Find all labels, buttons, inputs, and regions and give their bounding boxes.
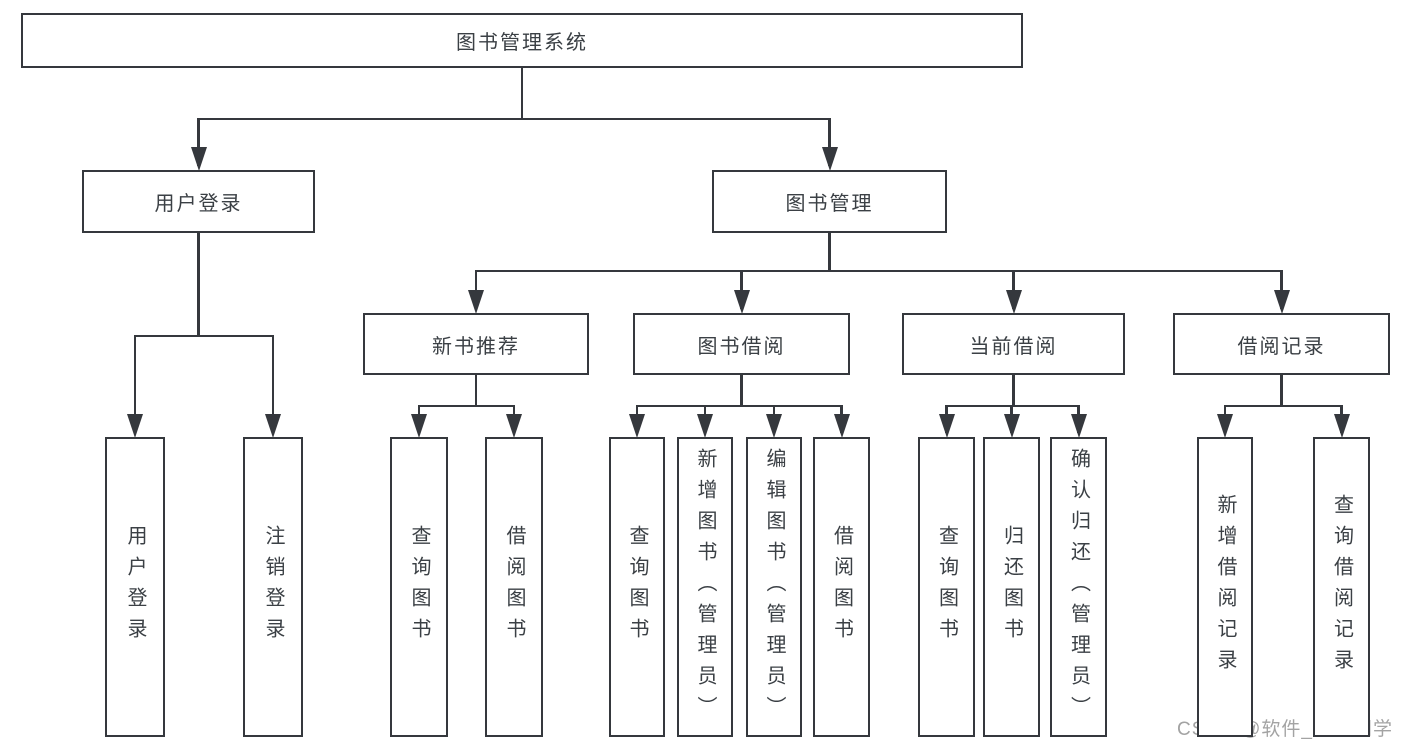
node-leaf-user-login: 用户登录 — [105, 437, 165, 737]
arrowhead-icon — [411, 414, 427, 438]
arrowhead-icon — [1273, 290, 1290, 314]
connector-line — [740, 375, 743, 406]
node-leaf-bb-query-books: 查询图书 — [609, 437, 665, 737]
node-book-borrowing: 图书借阅 — [633, 313, 850, 375]
node-leaf-cb-query-books-label: 查询图书 — [935, 525, 958, 649]
arrowhead-icon — [1003, 414, 1020, 438]
node-leaf-nb-borrow-books-label: 借阅图书 — [503, 525, 525, 649]
arrowhead-icon — [468, 290, 484, 314]
arrowhead-icon — [766, 414, 782, 438]
node-leaf-br-query-record: 查询借阅记录 — [1313, 437, 1370, 737]
connector-line — [635, 404, 843, 408]
connector-line — [271, 336, 275, 433]
node-leaf-logout-login-label: 注销登录 — [262, 525, 284, 649]
node-leaf-br-query-record-label: 查询借阅记录 — [1330, 494, 1353, 680]
connector-line — [1223, 404, 1343, 408]
node-user-login-label: 用户登录 — [154, 193, 243, 215]
node-leaf-logout-login: 注销登录 — [243, 437, 303, 737]
node-leaf-cb-confirm-return-label: 确认归还（管理员） — [1067, 447, 1090, 727]
connector-line — [197, 233, 200, 336]
arrowhead-icon — [1217, 414, 1233, 438]
node-leaf-bb-edit-books-label: 编辑图书（管理员） — [763, 447, 785, 727]
node-leaf-bb-add-books: 新增图书（管理员） — [677, 437, 733, 737]
node-leaf-br-add-record-label: 新增借阅记录 — [1214, 494, 1236, 680]
node-leaf-nb-borrow-books: 借阅图书 — [485, 437, 543, 737]
arrowhead-icon — [1333, 414, 1350, 438]
arrowhead-icon — [265, 414, 281, 438]
node-new-book-recommend: 新书推荐 — [363, 313, 589, 375]
connector-line — [474, 375, 478, 406]
node-current-borrowing: 当前借阅 — [902, 313, 1125, 375]
node-leaf-bb-query-books-label: 查询图书 — [626, 525, 648, 649]
arrowhead-icon — [127, 414, 143, 438]
connector-line — [133, 334, 275, 338]
arrowhead-icon — [821, 147, 838, 171]
connector-line — [197, 117, 831, 121]
node-borrowing-records: 借阅记录 — [1173, 313, 1390, 375]
connector-line — [197, 119, 200, 166]
node-leaf-nb-query-books-label: 查询图书 — [408, 525, 430, 649]
connector-line — [828, 233, 831, 271]
node-leaf-nb-query-books: 查询图书 — [390, 437, 448, 737]
node-leaf-cb-query-books: 查询图书 — [918, 437, 975, 737]
arrowhead-icon — [733, 290, 750, 314]
node-new-book-recommend-label: 新书推荐 — [432, 335, 520, 358]
connector-line — [1012, 375, 1015, 406]
node-leaf-user-login-label: 用户登录 — [124, 525, 146, 649]
connector-line — [1280, 375, 1283, 406]
connector-line — [828, 119, 831, 166]
node-root: 图书管理系统 — [21, 13, 1023, 68]
node-leaf-bb-borrow-books-label: 借阅图书 — [830, 525, 853, 649]
node-book-management-label: 图书管理 — [785, 193, 874, 215]
node-root-label: 图书管理系统 — [456, 32, 588, 54]
connector-line — [417, 404, 516, 408]
arrowhead-icon — [833, 414, 850, 438]
node-book-management: 图书管理 — [712, 170, 947, 233]
node-leaf-cb-confirm-return: 确认归还（管理员） — [1050, 437, 1107, 737]
connector-line — [520, 68, 524, 119]
arrowhead-icon — [938, 414, 955, 438]
connector-line — [474, 269, 1283, 273]
node-leaf-bb-borrow-books: 借阅图书 — [813, 437, 870, 737]
arrowhead-icon — [1070, 414, 1087, 438]
node-book-borrowing-label: 图书借阅 — [697, 335, 786, 358]
node-user-login: 用户登录 — [82, 170, 315, 233]
node-leaf-bb-add-books-label: 新增图书（管理员） — [694, 447, 716, 727]
node-leaf-br-add-record: 新增借阅记录 — [1197, 437, 1253, 737]
node-leaf-bb-edit-books: 编辑图书（管理员） — [746, 437, 802, 737]
node-leaf-cb-return-books: 归还图书 — [983, 437, 1040, 737]
arrowhead-icon — [629, 414, 645, 438]
connector-line — [133, 336, 137, 433]
arrowhead-icon — [1005, 290, 1022, 314]
arrowhead-icon — [697, 414, 713, 438]
arrowhead-icon — [506, 414, 522, 438]
node-borrowing-records-label: 借阅记录 — [1237, 335, 1326, 358]
node-current-borrowing-label: 当前借阅 — [969, 335, 1058, 358]
node-leaf-cb-return-books-label: 归还图书 — [1000, 525, 1023, 649]
arrowhead-icon — [190, 147, 207, 171]
